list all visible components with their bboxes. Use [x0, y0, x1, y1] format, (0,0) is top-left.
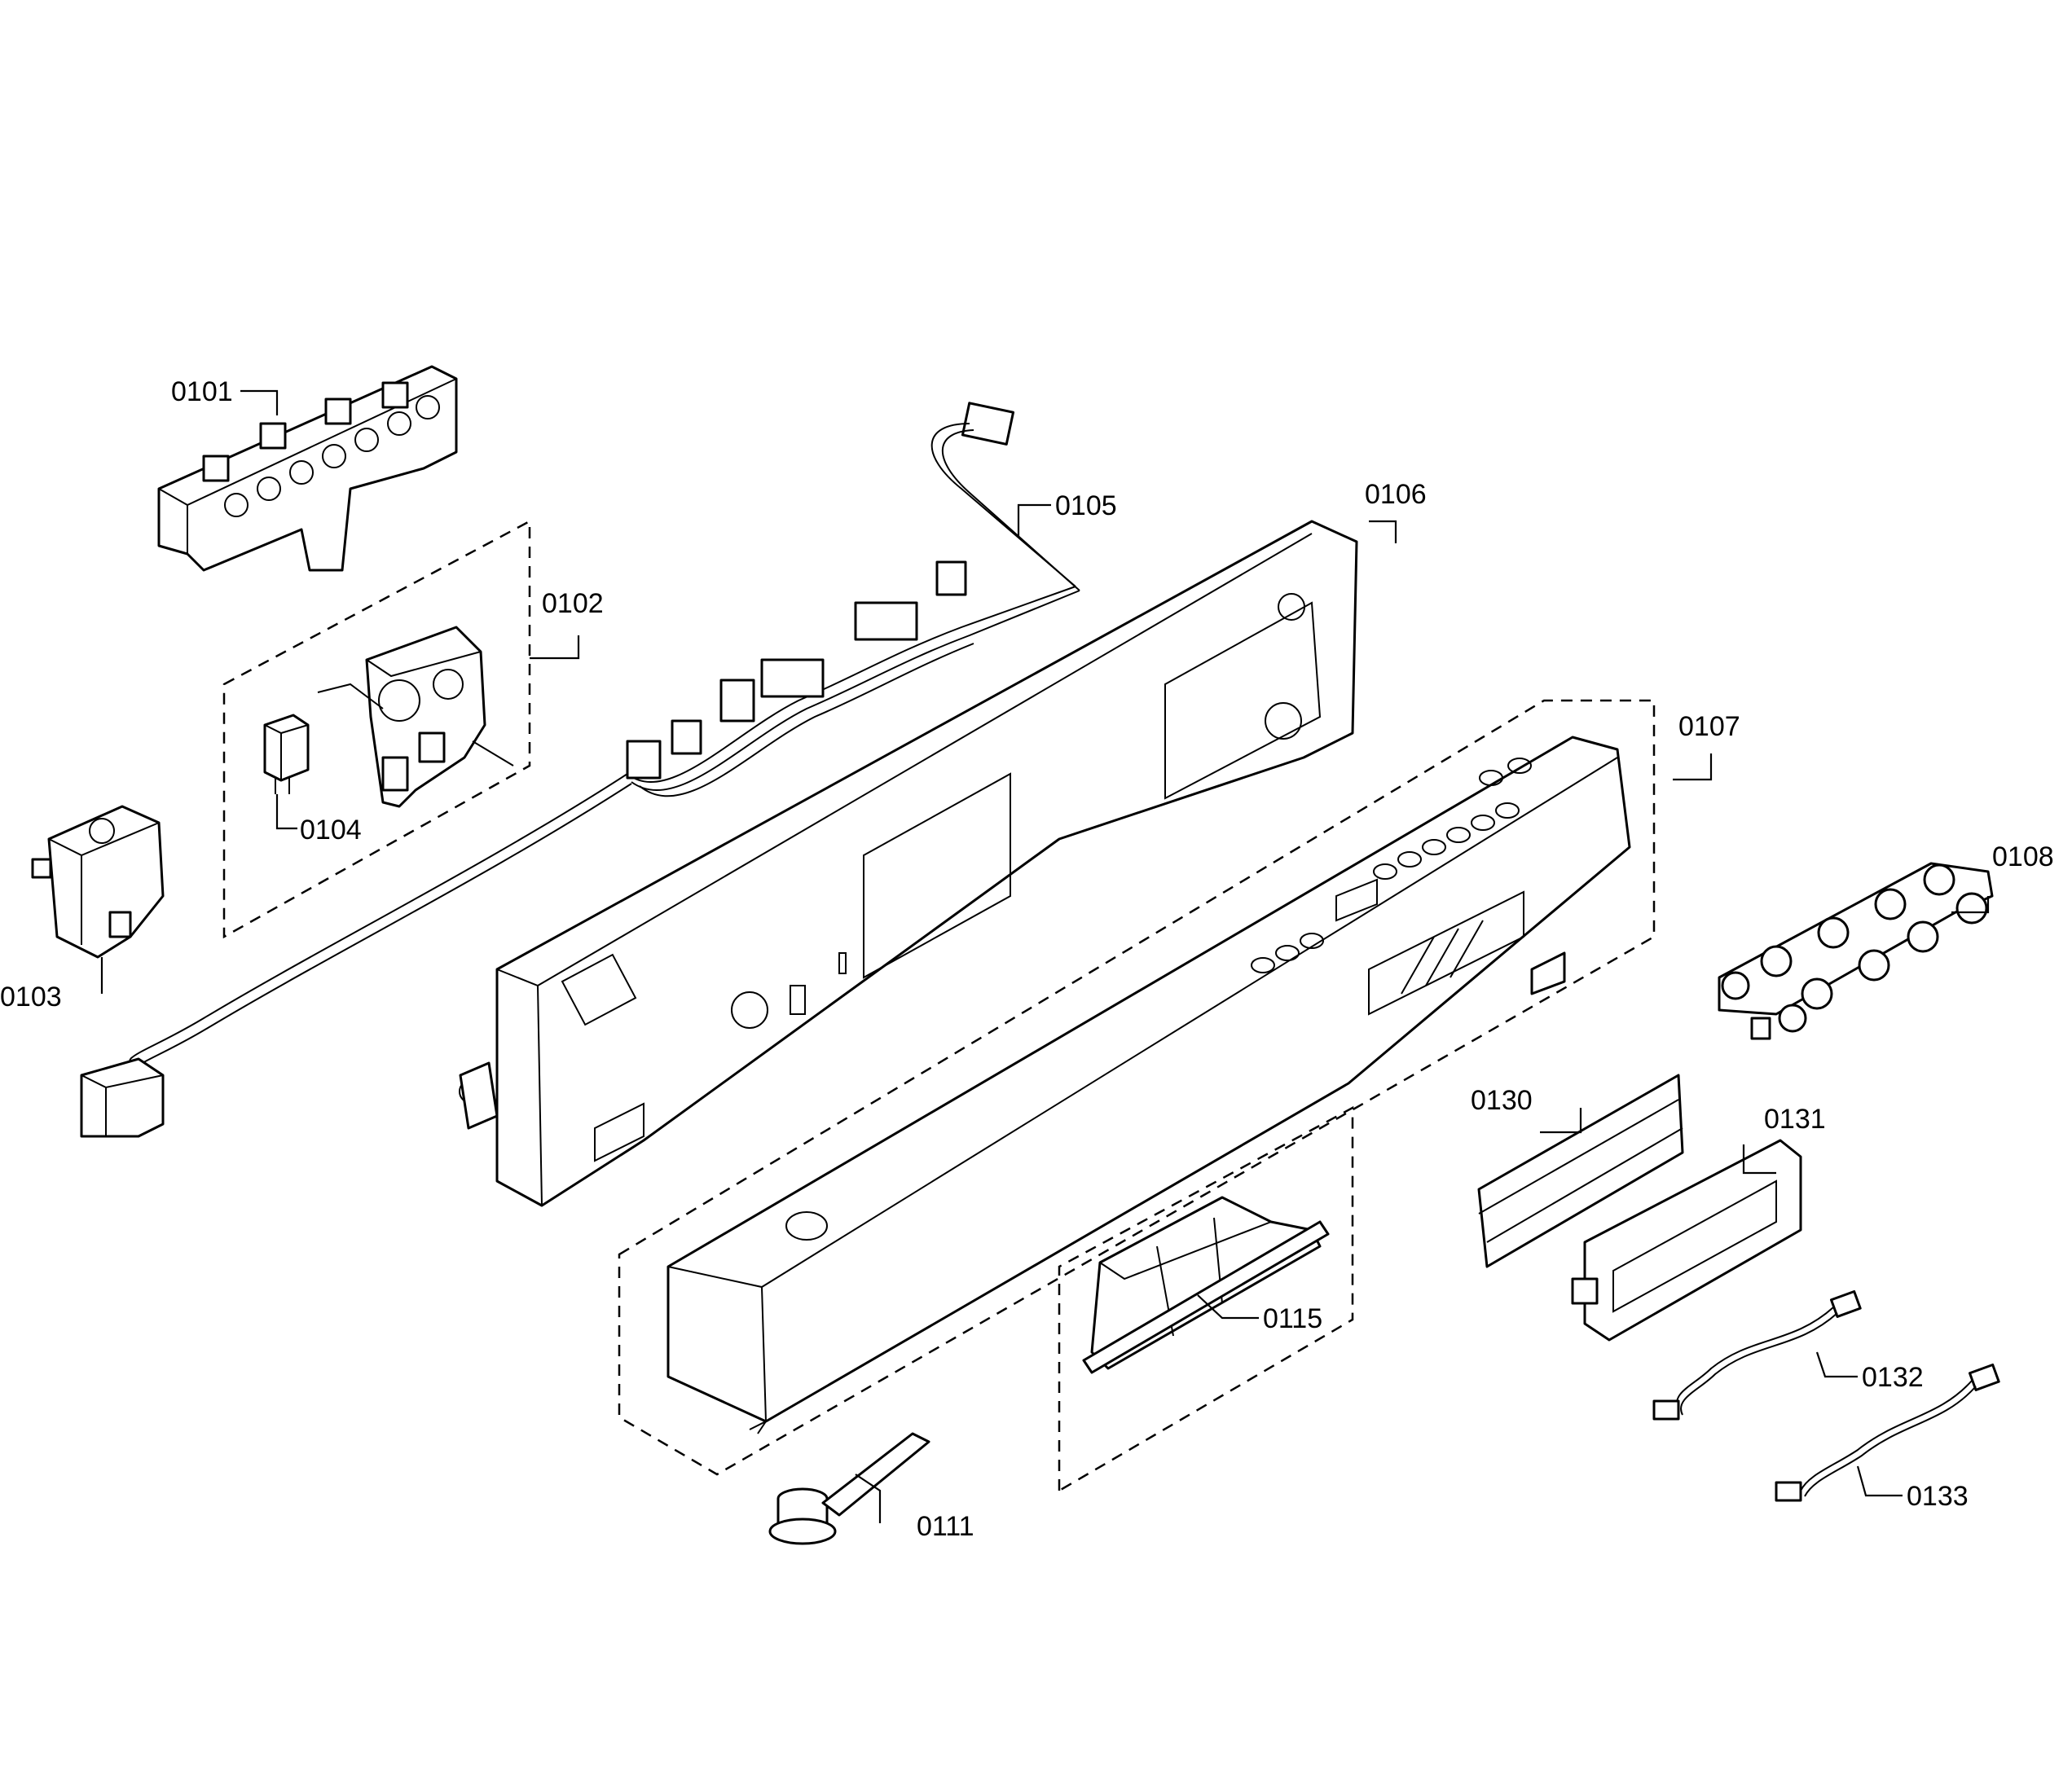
- part-0132-cable: [1652, 1289, 1862, 1421]
- label-0108: 0108: [1992, 841, 2054, 872]
- label-0101: 0101: [171, 376, 233, 407]
- label-0105: 0105: [1055, 490, 1117, 521]
- part-0105-wire-harness: [80, 402, 1080, 1138]
- leader-lines: [100, 389, 1990, 1523]
- label-0104: 0104: [300, 815, 362, 846]
- part-0111-knob: [768, 1432, 930, 1545]
- label-0111: 0111: [917, 1511, 974, 1542]
- label-0103: 0103: [0, 982, 62, 1012]
- part-0101-control-module: [157, 365, 458, 572]
- part-0130-display-film: [1477, 1074, 1684, 1268]
- label-0107: 0107: [1678, 711, 1740, 742]
- part-0103-switch: [31, 805, 165, 959]
- part-0102-valve-assembly: [317, 626, 514, 808]
- label-0131: 0131: [1764, 1104, 1826, 1135]
- label-0132: 0132: [1862, 1362, 1924, 1393]
- part-0107-control-panel: [666, 736, 1631, 1434]
- part-0106-inner-frame: [459, 520, 1358, 1207]
- group-0115-boundary: [1058, 1105, 1354, 1493]
- group-0102-boundary: [222, 519, 531, 939]
- part-0115-handle: [1082, 1196, 1330, 1374]
- part-0131-display: [1571, 1139, 1802, 1342]
- part-0108-button-set: [1718, 862, 1994, 1040]
- part-0104-relay: [263, 714, 310, 794]
- label-0133: 0133: [1907, 1481, 1969, 1512]
- label-0115: 0115: [1263, 1303, 1322, 1334]
- label-0106: 0106: [1365, 479, 1427, 510]
- label-0130: 0130: [1471, 1085, 1533, 1116]
- label-0102: 0102: [542, 588, 604, 619]
- group-0107-boundary: [618, 699, 1656, 1476]
- part-0133-cable: [1775, 1363, 2000, 1502]
